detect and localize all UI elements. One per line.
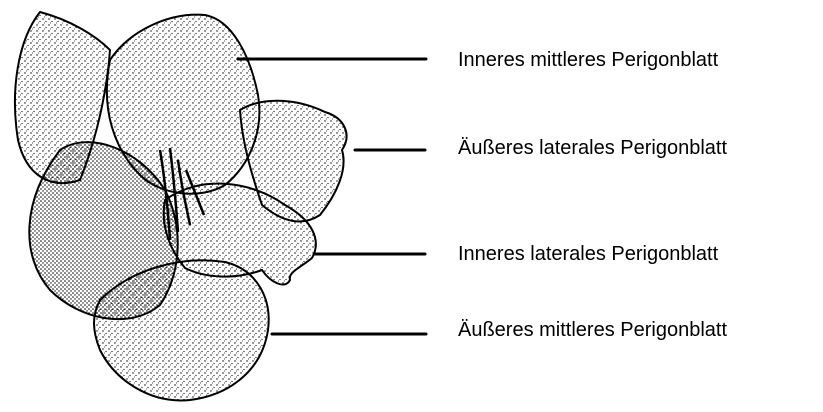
label-outer-middle-tepal: Äußeres mittleres Perigonblatt xyxy=(458,318,727,342)
label-inner-lateral-tepal: Inneres laterales Perigonblatt xyxy=(458,242,718,266)
flower-illustration xyxy=(15,12,347,400)
label-inner-middle-tepal: Inneres mittleres Perigonblatt xyxy=(458,48,718,72)
label-outer-lateral-tepal: Äußeres laterales Perigonblatt xyxy=(458,136,727,160)
